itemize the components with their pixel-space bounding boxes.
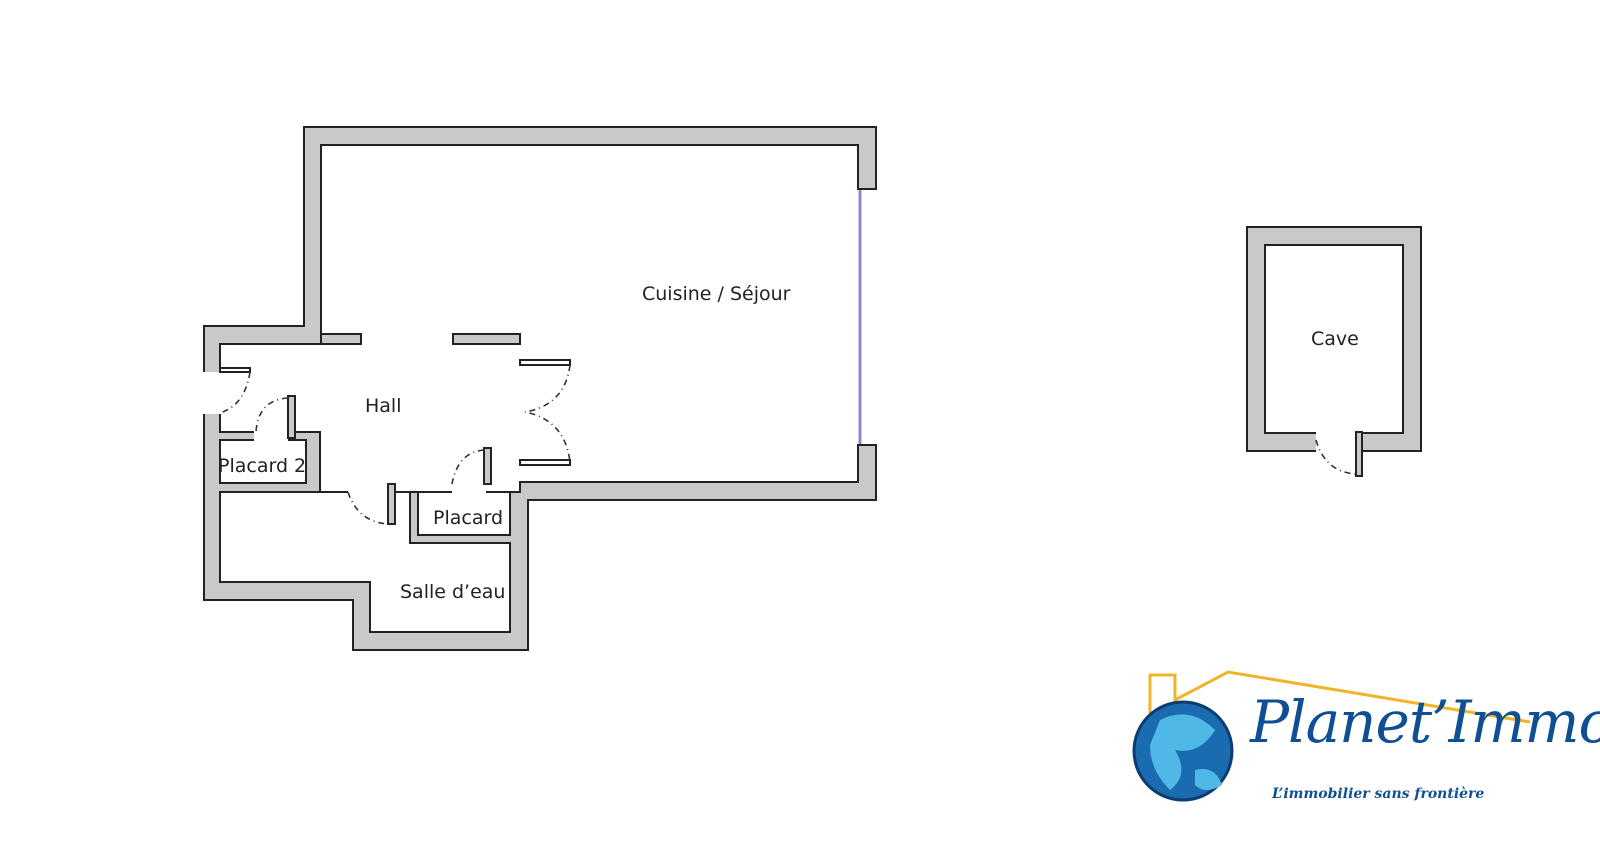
door-swings xyxy=(219,364,571,525)
window xyxy=(857,188,877,446)
room-label-placard: Placard xyxy=(433,507,504,529)
apartment-walls xyxy=(203,126,877,651)
logo-name: Planet’Immo xyxy=(1250,688,1600,756)
logo-mark xyxy=(1132,670,1531,802)
globe-landmass-icon xyxy=(1150,714,1215,790)
room-label-salle-d-eau: Salle d’eau xyxy=(400,581,506,603)
room-label-living: Cuisine / Séjour xyxy=(642,283,791,305)
logo-tagline: L’immobilier sans frontière xyxy=(1272,786,1485,802)
cave-walls xyxy=(1246,226,1422,477)
door-leaves xyxy=(219,359,571,466)
room-label-placard-2: Placard 2 xyxy=(218,455,307,477)
roof-line-icon xyxy=(1148,670,1531,724)
globe-landmass-icon xyxy=(1195,769,1222,790)
wall-stubs xyxy=(287,333,521,525)
room-label-hall: Hall xyxy=(365,395,402,417)
openings xyxy=(203,330,530,494)
room-label-cave: Cave xyxy=(1311,328,1359,350)
